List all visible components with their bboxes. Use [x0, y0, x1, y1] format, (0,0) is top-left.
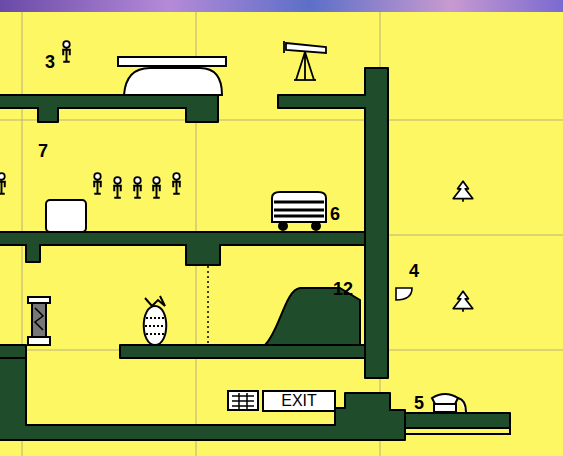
middle-floor [0, 232, 365, 265]
bed-item [118, 57, 226, 95]
phone-item [432, 394, 466, 412]
person-icon [172, 173, 181, 194]
walls [0, 68, 510, 440]
exit-box: EXIT [262, 390, 336, 412]
callout-number: 12 [333, 280, 353, 298]
minecart-item [272, 192, 326, 230]
lower-left-ledge [0, 345, 26, 358]
person-icon [93, 173, 102, 194]
callout-number: 6 [330, 205, 340, 223]
lower-floor [120, 345, 365, 358]
bottom-ledge [405, 413, 510, 428]
callout-number: 4 [409, 262, 419, 280]
callout-number: 7 [38, 142, 48, 160]
cup-item [396, 288, 412, 300]
ledge-edge [405, 428, 510, 434]
tree-icon [453, 291, 473, 312]
callout-number: 3 [45, 53, 55, 71]
tree-icon [453, 181, 473, 202]
telescope-item [284, 41, 326, 80]
barrier [207, 266, 209, 345]
person-icon [62, 41, 71, 62]
callout-number: 5 [414, 394, 424, 412]
pillar-item [28, 297, 50, 345]
sky-strip [0, 0, 563, 12]
person-icon [133, 177, 142, 198]
bottom-ground [0, 358, 405, 440]
exit-icon [228, 391, 258, 410]
crate-item [46, 200, 86, 232]
person-icon [113, 177, 122, 198]
person-icon [0, 173, 6, 194]
bag-item [144, 296, 167, 345]
top-floor [0, 95, 218, 122]
exit-label: EXIT [281, 393, 317, 409]
person-icon [152, 177, 161, 198]
